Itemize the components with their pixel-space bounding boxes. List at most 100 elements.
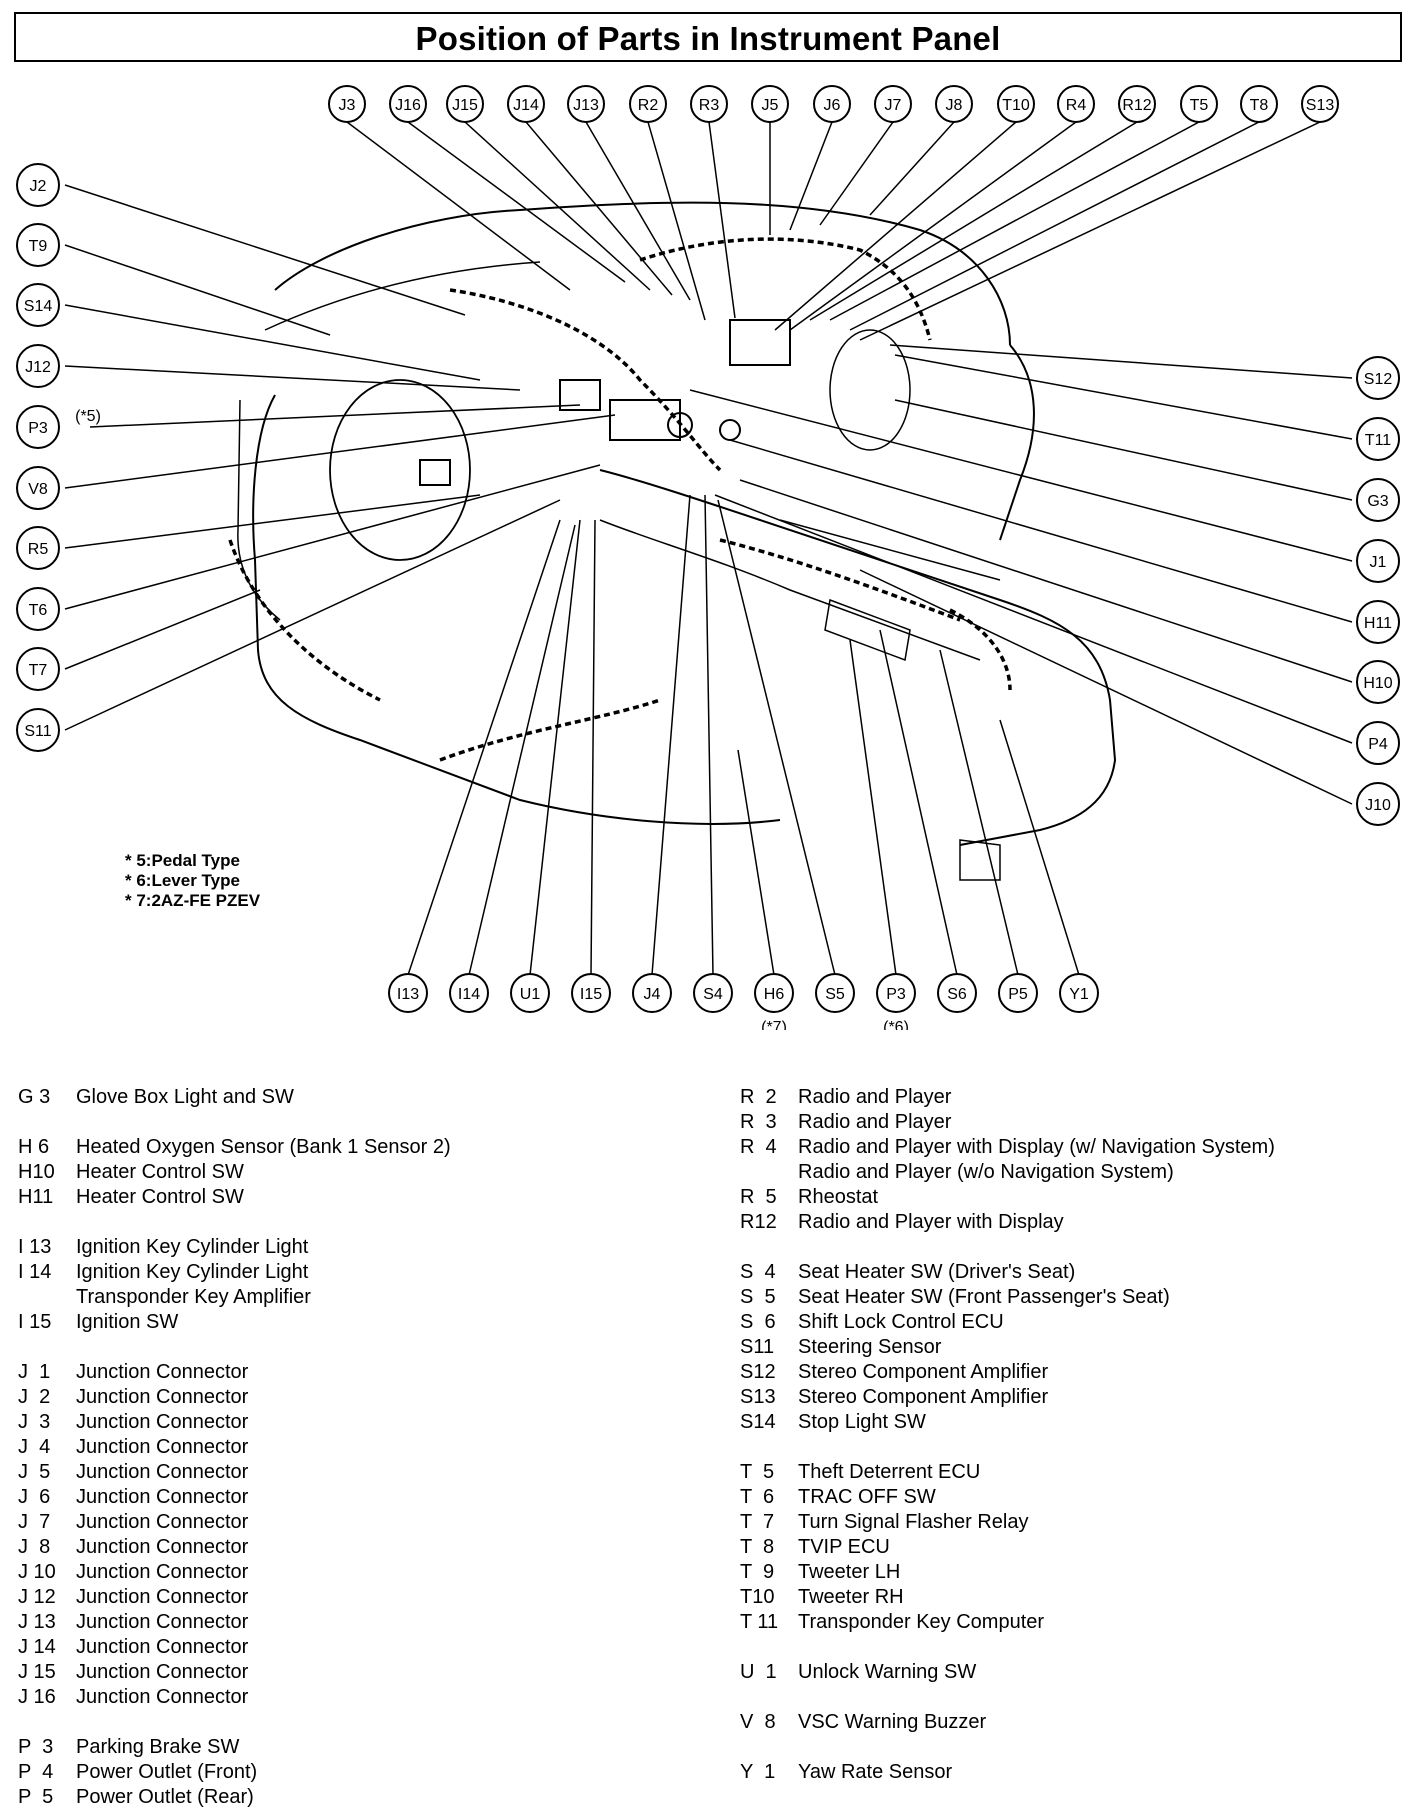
callout-s12: S12 [1356,356,1400,400]
callout-t5: T5 [1180,85,1218,123]
legend-code: J 5 [18,1461,51,1483]
legend-part-name: Junction Connector [76,1361,249,1383]
svg-text:R2: R2 [638,97,659,114]
footnote-lever-type: * 6:Lever Type [125,871,240,890]
callout-h6: H6 [754,973,794,1013]
svg-text:J15: J15 [452,97,478,114]
callout-g3: G3 [1356,478,1400,522]
callout-i13: I13 [388,973,428,1013]
callout-j3: J3 [328,85,366,123]
svg-text:I14: I14 [458,986,480,1003]
legend-spacer [740,1635,1275,1660]
callout-j1: J1 [1356,539,1400,583]
legend-part-name: VSC Warning Buzzer [798,1711,987,1733]
legend-part-name: Junction Connector [76,1386,249,1408]
callout-t9: T9 [16,223,60,267]
legend-row: S14 Stop Light SW [740,1410,1275,1435]
legend-row: R 2 Radio and Player [740,1085,1275,1110]
legend-code: T 7 [740,1511,775,1533]
legend-code: J 14 [18,1636,56,1658]
svg-text:S6: S6 [947,986,967,1003]
svg-text:V8: V8 [28,481,48,498]
legend-row: Radio and Player (w/o Navigation System) [740,1160,1275,1185]
legend-part-name: Junction Connector [76,1461,249,1483]
legend-code: R 2 [740,1086,777,1108]
callout-j13: J13 [567,85,605,123]
svg-text:J12: J12 [25,359,51,376]
legend-part-name: Theft Deterrent ECU [798,1461,981,1483]
footnote-2az-fe-pzev: * 7:2AZ-FE PZEV [125,891,261,910]
legend-code: S14 [740,1411,776,1433]
note-pedal-type: (*5) [75,408,101,425]
legend-part-name: Transponder Key Computer [798,1611,1045,1633]
page-title: Position of Parts in Instrument Panel [415,20,1001,57]
legend-code: J 2 [18,1386,51,1408]
legend-code: J 6 [18,1486,51,1508]
legend-part-name: Tweeter LH [798,1561,901,1583]
svg-text:J10: J10 [1365,797,1391,814]
svg-text:U1: U1 [520,986,541,1003]
legend-code: H10 [18,1161,55,1183]
svg-text:P5: P5 [1008,986,1028,1003]
callout-j4: J4 [632,973,672,1013]
legend-part-name: Junction Connector [76,1436,249,1458]
legend-code: J 7 [18,1511,51,1533]
legend-part-name: Junction Connector [76,1686,249,1708]
legend-part-name: Parking Brake SW [76,1736,240,1758]
svg-text:T10: T10 [1002,97,1030,114]
svg-text:J16: J16 [395,97,421,114]
legend-code: I 15 [18,1311,52,1333]
legend-spacer [740,1435,1275,1460]
callout-r2: R2 [629,85,667,123]
legend-code: J 15 [18,1661,56,1683]
legend-part-name: Stop Light SW [798,1411,926,1433]
svg-text:S4: S4 [703,986,723,1003]
legend-part-name: Tweeter RH [798,1586,904,1608]
callout-r12: R12 [1118,85,1156,123]
legend-part-name: Junction Connector [76,1411,249,1433]
legend-code: J 8 [18,1536,51,1558]
legend-part-name: Junction Connector [76,1486,249,1508]
svg-text:G3: G3 [1367,493,1388,510]
legend-code: J 13 [18,1611,56,1633]
legend-part-name: Junction Connector [76,1636,249,1658]
legend-code: T 8 [740,1536,775,1558]
callout-t7: T7 [16,647,60,691]
callout-s13: S13 [1301,85,1339,123]
callout-r3: R3 [690,85,728,123]
title-box: Position of Parts in Instrument Panel [14,12,1402,62]
note-2az-fe: (*7) [761,1019,787,1030]
callout-r5: R5 [16,526,60,570]
legend-code: J 10 [18,1561,56,1583]
legend-part-name: Rheostat [798,1186,879,1208]
legend-code: S11 [740,1336,775,1358]
legend-part-name: Radio and Player [798,1086,952,1108]
legend-spacer [740,1235,1275,1260]
legend-code: P 4 [18,1761,54,1783]
callout-r4: R4 [1057,85,1095,123]
callout-p5: P5 [998,973,1038,1013]
legend-part-name: Glove Box Light and SW [76,1086,294,1108]
callout-p3-left: P3 [16,405,60,449]
legend-code: J 3 [18,1411,51,1433]
legend-code [740,1160,798,1185]
legend-part-name: Radio and Player (w/o Navigation System) [798,1161,1174,1183]
legend-code: I 13 [18,1236,52,1258]
